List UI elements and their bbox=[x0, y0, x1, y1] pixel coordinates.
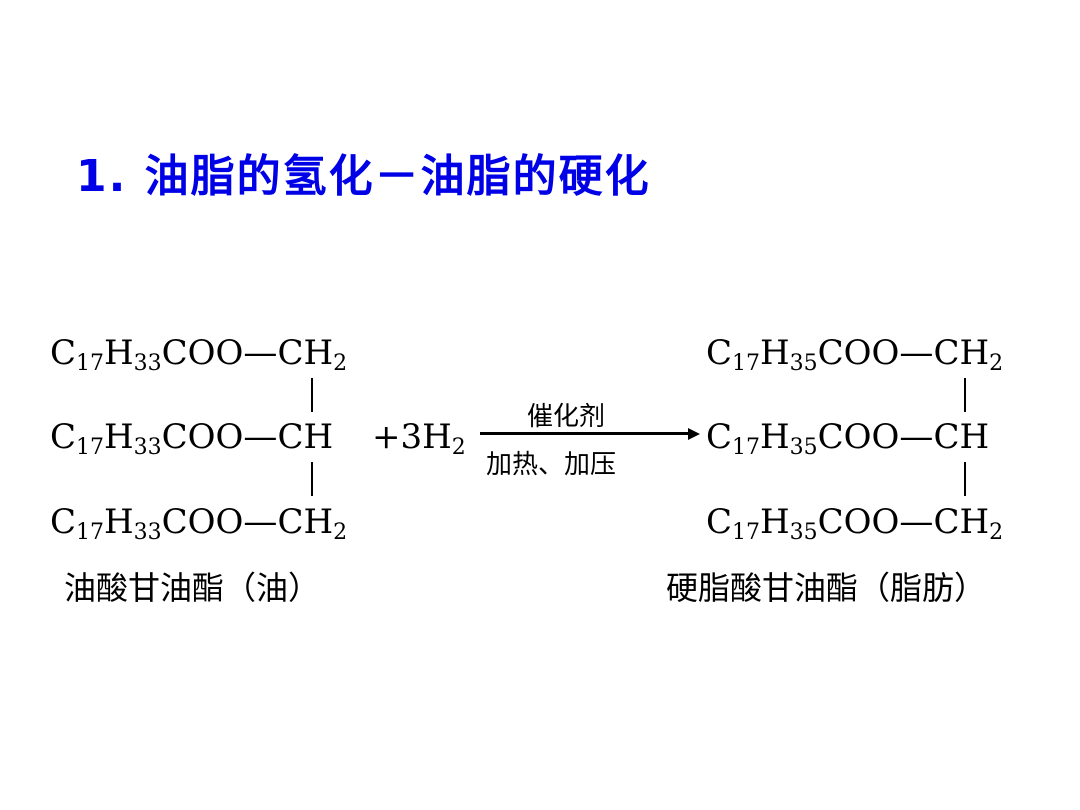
reactant-row-3: C17H33COO—CH2 bbox=[50, 502, 348, 545]
product-row-3: C17H35COO—CH2 bbox=[706, 502, 1004, 545]
product-row-1: C17H35COO—CH2 bbox=[706, 333, 1004, 376]
slide-title: 1. 油脂的氢化－油脂的硬化 bbox=[76, 151, 651, 202]
product-row-2: C17H35COO—CH bbox=[706, 417, 990, 460]
condition-catalyst: 催化剂 bbox=[527, 402, 606, 432]
reagent-hydrogen: +3H2 bbox=[372, 417, 466, 460]
reactant-name: 油酸甘油酯（油） bbox=[64, 569, 321, 607]
reactant-row-2: C17H33COO—CH bbox=[50, 417, 334, 460]
product-name: 硬脂酸甘油酯（脂肪） bbox=[666, 569, 987, 607]
arrow-head-icon bbox=[688, 428, 700, 440]
condition-heat-pressure: 加热、加压 bbox=[486, 450, 617, 480]
reaction-arrow bbox=[480, 432, 688, 435]
bond-vertical bbox=[311, 462, 313, 496]
bond-vertical bbox=[964, 462, 966, 496]
bond-vertical bbox=[311, 378, 313, 412]
reactant-row-1: C17H33COO—CH2 bbox=[50, 333, 348, 376]
bond-vertical bbox=[964, 378, 966, 412]
